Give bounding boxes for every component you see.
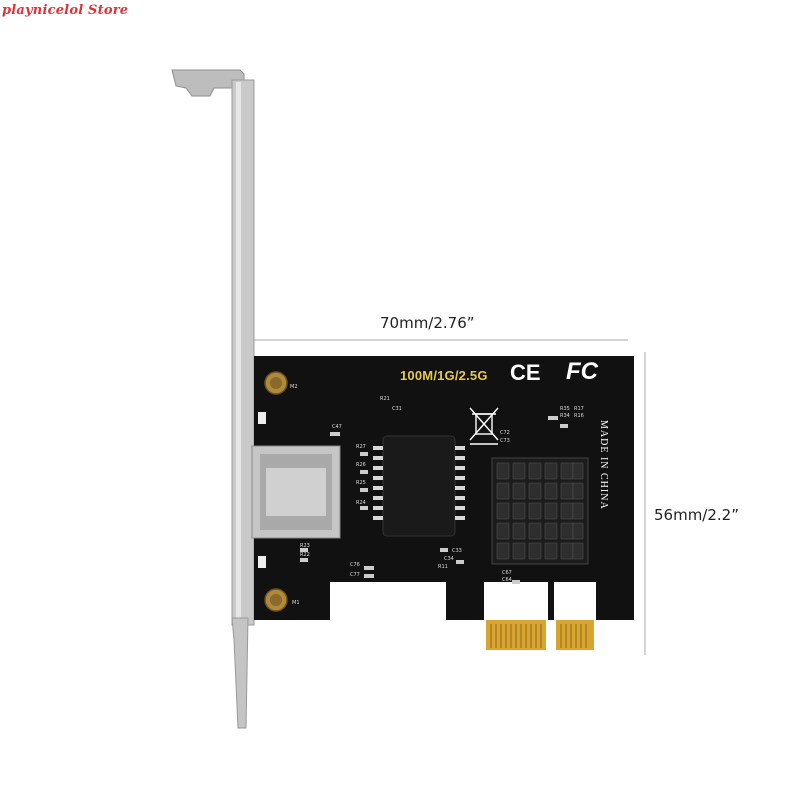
silk-label: C76 bbox=[350, 562, 360, 568]
store-watermark: playnicelol Store bbox=[2, 3, 129, 18]
silk-label: R35 bbox=[560, 406, 570, 412]
fc-mark: FC bbox=[566, 358, 598, 385]
silk-label: R21 bbox=[380, 396, 390, 402]
silk-label: M2 bbox=[290, 384, 298, 390]
silk-label: C33 bbox=[452, 548, 462, 554]
weee-bin-icon bbox=[469, 407, 499, 445]
silk-label: R34 bbox=[560, 413, 570, 419]
made-in-label: MADE IN CHINA bbox=[598, 420, 609, 510]
silk-label: C64 bbox=[502, 577, 512, 583]
silk-label: M1 bbox=[292, 600, 300, 606]
pcie-gold-fingers bbox=[486, 620, 594, 650]
silk-label: R22 bbox=[300, 552, 310, 558]
bracket-top-tab bbox=[171, 69, 245, 97]
silk-label: C77 bbox=[350, 572, 360, 578]
silk-label: C72 bbox=[500, 430, 510, 436]
silk-label: R17 bbox=[574, 406, 584, 412]
width-dimension-label: 70mm/2.76” bbox=[380, 314, 475, 332]
led-top bbox=[258, 412, 266, 424]
screw-top bbox=[264, 371, 288, 395]
silk-label: C34 bbox=[444, 556, 454, 562]
bracket-bottom-tab bbox=[231, 617, 249, 729]
silk-label: R27 bbox=[356, 444, 366, 450]
silk-label: R24 bbox=[356, 500, 366, 506]
screw-bottom bbox=[264, 588, 288, 612]
smd-components bbox=[300, 416, 568, 584]
led-bottom bbox=[258, 556, 266, 568]
silk-label: C47 bbox=[332, 424, 342, 430]
silk-label: R25 bbox=[356, 480, 366, 486]
silk-label: R16 bbox=[574, 413, 584, 419]
silk-label: C73 bbox=[500, 438, 510, 444]
rj45-port bbox=[251, 445, 341, 539]
silk-label: R26 bbox=[356, 462, 366, 468]
height-dimension-label: 56mm/2.2” bbox=[654, 506, 739, 524]
speed-label: 100M/1G/2.5G bbox=[400, 368, 488, 383]
silk-label: R11 bbox=[438, 564, 448, 570]
transformer-chip bbox=[373, 435, 465, 537]
bracket-highlight bbox=[236, 82, 241, 622]
heatsink bbox=[491, 457, 589, 565]
silk-label: C67 bbox=[502, 570, 512, 576]
ce-mark: CE bbox=[510, 360, 541, 385]
bracket-bar bbox=[231, 79, 255, 626]
silk-label: C31 bbox=[392, 406, 402, 412]
silk-label: R23 bbox=[300, 543, 310, 549]
